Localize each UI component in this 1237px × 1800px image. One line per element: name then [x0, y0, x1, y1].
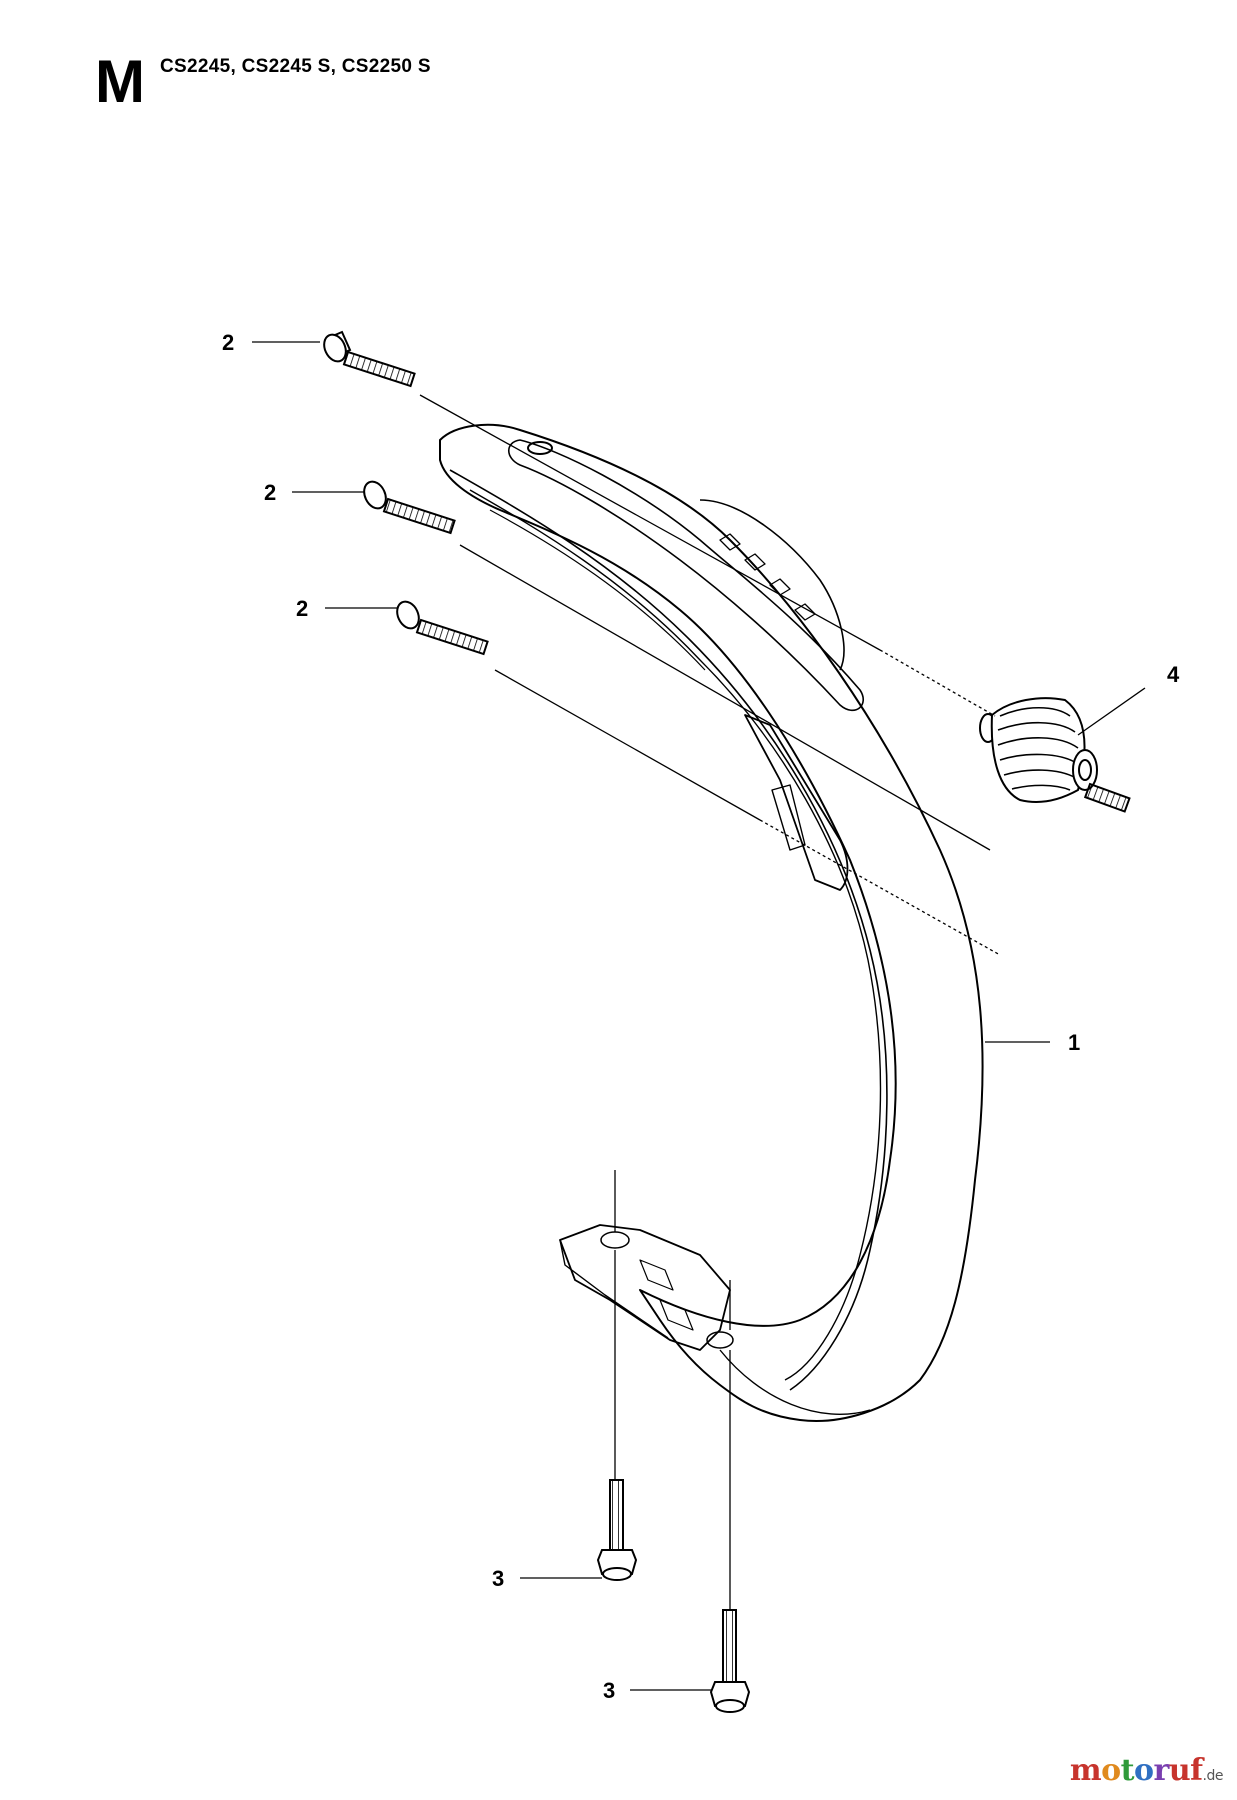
callout-3-a: 3	[492, 1566, 504, 1591]
callout-3-b: 3	[603, 1678, 615, 1703]
screw-upper-1	[323, 330, 416, 388]
anti-vibration-spring	[979, 697, 1131, 813]
callout-2-b: 2	[264, 480, 276, 505]
screw-upper-3	[396, 600, 489, 656]
assembly-lines	[419, 394, 1001, 1610]
front-handle	[439, 423, 984, 1422]
watermark-logo: motoruf.de	[1069, 1753, 1224, 1788]
model-list: CS2245, CS2245 S, CS2250 S	[160, 56, 431, 77]
callout-4: 4	[1167, 662, 1180, 687]
callout-1: 1	[1068, 1030, 1080, 1055]
screw-lower-1	[596, 1479, 638, 1581]
screw-upper-2	[363, 480, 456, 535]
callout-leaders	[252, 341, 1146, 1691]
screw-lower-2	[709, 1609, 751, 1713]
callout-2-a: 2	[222, 330, 234, 355]
callout-2-c: 2	[296, 596, 308, 621]
section-letter: M	[95, 48, 145, 115]
